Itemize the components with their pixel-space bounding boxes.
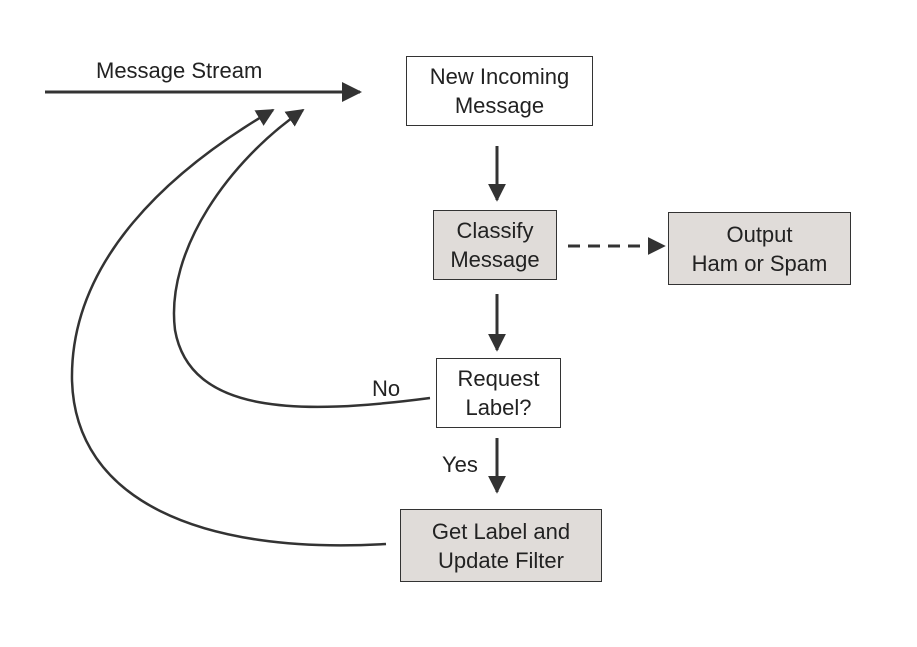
node-output-line1: Output (726, 221, 793, 247)
node-classify-message: Classify Message (433, 210, 557, 280)
node-update-line2: Update Filter (438, 547, 564, 573)
node-get-label-update-filter: Get Label and Update Filter (400, 509, 602, 582)
node-new-incoming-message: New Incoming Message (406, 56, 593, 126)
node-update-line1: Get Label and (431, 518, 571, 544)
node-classify-line2: Message (450, 247, 540, 272)
node-output-ham-or-spam: Output Ham or Spam (668, 212, 851, 285)
node-classify-line1: Classify (456, 218, 534, 243)
no-label: No (372, 376, 401, 401)
no-loop-arrow (172, 108, 431, 409)
node-incoming-line2: Message (454, 93, 545, 118)
stream-label: Message Stream (96, 58, 263, 83)
node-request-line1: Request (457, 366, 540, 391)
yes-label: Yes (442, 452, 478, 477)
update-loop-arrow (70, 108, 387, 547)
node-request-label: Request Label? (436, 358, 561, 428)
node-incoming-line1: New Incoming (429, 64, 570, 89)
node-request-line2: Label? (465, 395, 532, 420)
node-output-line2: Ham or Spam (691, 250, 828, 276)
